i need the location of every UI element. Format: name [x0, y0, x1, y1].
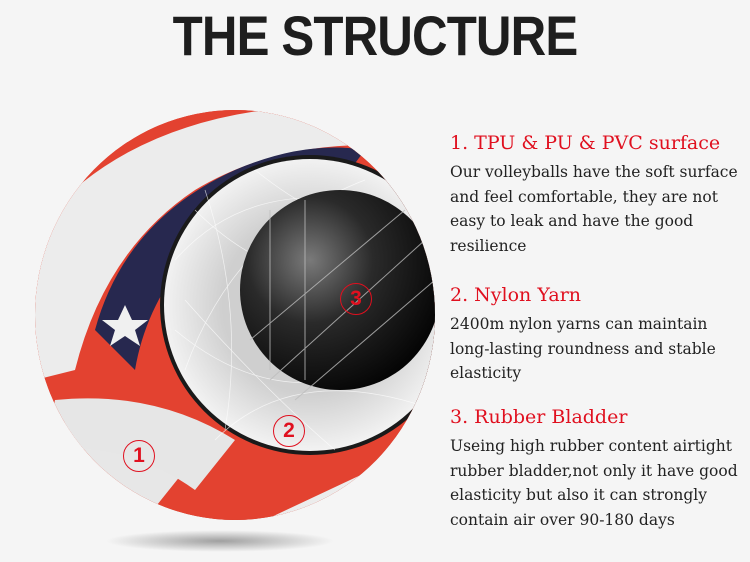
label-3-rubber-bladder: 3	[340, 283, 372, 315]
section-rubber-bladder: 3. Rubber Bladder Useing high rubber con…	[450, 404, 750, 532]
section-nylon-yarn: 2. Nylon Yarn 2400m nylon yarns can main…	[450, 282, 750, 386]
section-heading: 3. Rubber Bladder	[450, 406, 628, 428]
volleyball-image	[35, 110, 435, 520]
section-body: Useing high rubber content airtight rubb…	[450, 437, 738, 529]
section-body: Our volleyballs have the soft surface an…	[450, 163, 738, 255]
section-surface: 1. TPU & PU & PVC surface Our volleyball…	[450, 130, 750, 258]
volleyball-cutaway-diagram: 1 2 3	[10, 100, 450, 560]
section-body: 2400m nylon yarns can maintain long-last…	[450, 315, 716, 382]
ball-shadow	[105, 530, 335, 552]
label-2-nylon-yarn: 2	[273, 415, 305, 447]
label-1-surface: 1	[123, 440, 155, 472]
page-title: THE STRUCTURE	[172, 4, 579, 67]
section-heading: 2. Nylon Yarn	[450, 284, 582, 306]
section-heading: 1. TPU & PU & PVC surface	[450, 132, 721, 154]
